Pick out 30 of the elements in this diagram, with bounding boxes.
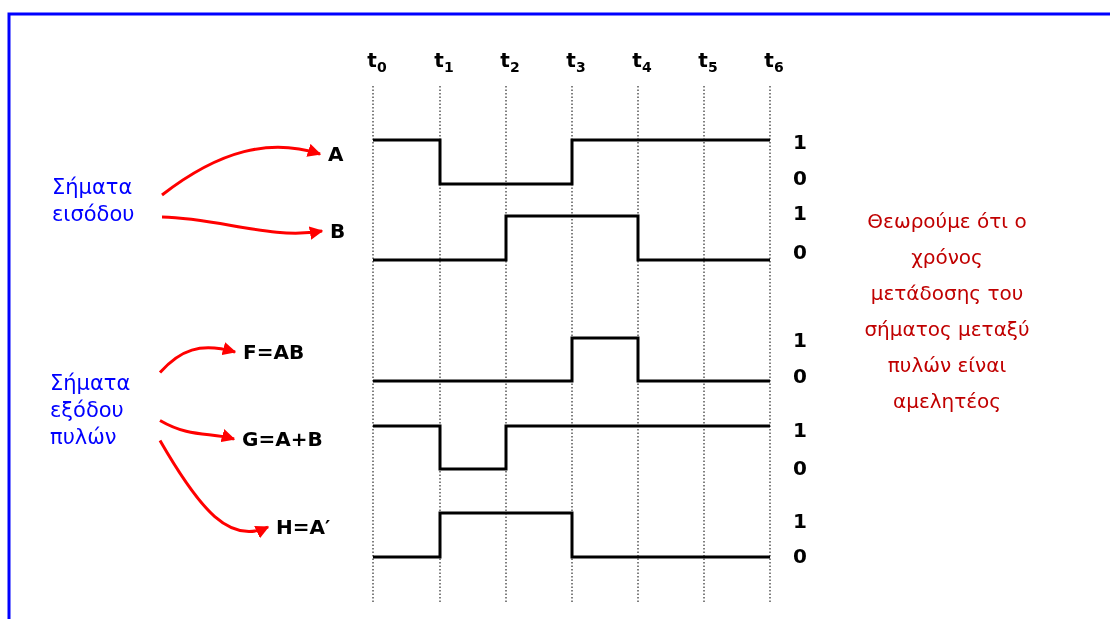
time-label: t$_{6}$ bbox=[764, 48, 784, 72]
signal-name: A bbox=[328, 142, 344, 166]
logic-level-label: 0 bbox=[793, 166, 807, 190]
time-label: t$_{2}$ bbox=[500, 48, 520, 72]
time-label: t$_{5}$ bbox=[698, 48, 718, 72]
arrow bbox=[158, 342, 237, 374]
logic-level-label: 1 bbox=[793, 201, 807, 225]
logic-level-label: 1 bbox=[793, 130, 807, 154]
group-label: Σήματα εισόδου bbox=[52, 174, 136, 228]
signal-name: F=AB bbox=[243, 340, 305, 364]
time-label: t$_{3}$ bbox=[566, 48, 586, 72]
signal-name: B bbox=[330, 219, 346, 243]
signal-name: G=A+B bbox=[242, 427, 323, 451]
arrow bbox=[161, 144, 322, 197]
logic-level-label: 1 bbox=[793, 509, 807, 533]
arrow bbox=[158, 439, 270, 538]
group-label: Σήματα εξόδου πυλών bbox=[50, 370, 132, 451]
arrow bbox=[159, 419, 236, 443]
logic-level-label: 0 bbox=[793, 240, 807, 264]
signal-name: H=A′ bbox=[276, 515, 331, 539]
arrow bbox=[161, 215, 324, 240]
logic-level-label: 1 bbox=[793, 328, 807, 352]
logic-level-label: 1 bbox=[793, 418, 807, 442]
time-label: t$_{1}$ bbox=[434, 48, 454, 72]
logic-level-label: 0 bbox=[793, 456, 807, 480]
note-text: Θεωρούμε ότι ο χρόνος μετάδοσης του σήματος μεταξύ πυλών είναι αμελητέος bbox=[863, 208, 1031, 415]
logic-level-label: 0 bbox=[793, 364, 807, 388]
logic-level-label: 0 bbox=[793, 544, 807, 568]
time-label: t$_{0}$ bbox=[367, 48, 387, 72]
time-label: t$_{4}$ bbox=[632, 48, 652, 72]
